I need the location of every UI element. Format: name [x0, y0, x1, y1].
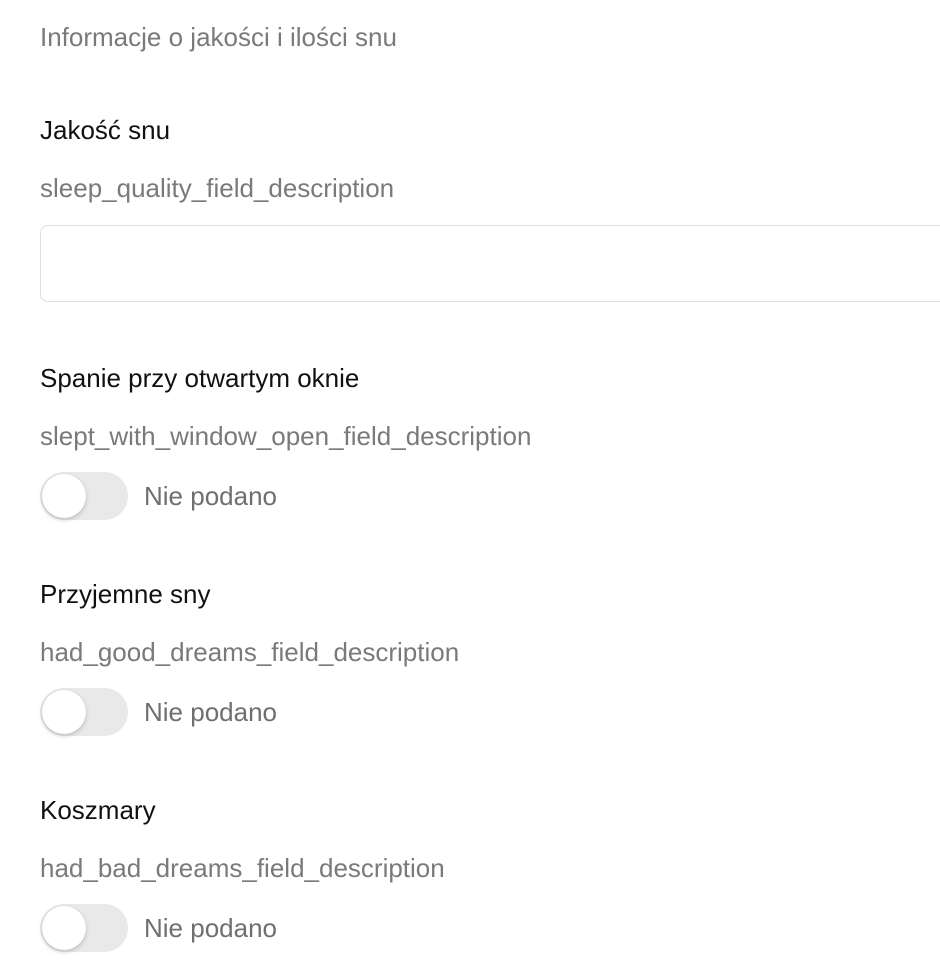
section-subtitle: Informacje o jakości i ilości snu — [40, 22, 397, 52]
slept-with-window-open-state: Nie podano — [144, 481, 277, 511]
had-bad-dreams-state: Nie podano — [144, 913, 277, 943]
had-bad-dreams-toggle[interactable] — [40, 904, 128, 952]
toggle-knob — [42, 906, 86, 950]
had-good-dreams-toggle[interactable] — [40, 688, 128, 736]
slept-with-window-open-label: Spanie przy otwartym oknie — [40, 363, 360, 393]
toggle-knob — [42, 690, 86, 734]
slept-with-window-open-description: slept_with_window_open_field_description — [40, 421, 532, 451]
had-bad-dreams-label: Koszmary — [40, 795, 156, 825]
sleep-quality-label: Jakość snu — [40, 115, 171, 145]
slept-with-window-open-toggle[interactable] — [40, 472, 128, 520]
sleep-quality-input[interactable] — [40, 225, 940, 302]
toggle-knob — [42, 474, 86, 518]
sleep-quality-description: sleep_quality_field_description — [40, 173, 395, 203]
had-bad-dreams-description: had_bad_dreams_field_description — [40, 853, 445, 883]
had-good-dreams-description: had_good_dreams_field_description — [40, 637, 460, 667]
had-bad-dreams-toggle-row: Nie podano — [40, 904, 277, 952]
slept-with-window-open-toggle-row: Nie podano — [40, 472, 277, 520]
had-good-dreams-toggle-row: Nie podano — [40, 688, 277, 736]
had-good-dreams-label: Przyjemne sny — [40, 579, 211, 609]
had-good-dreams-state: Nie podano — [144, 697, 277, 727]
